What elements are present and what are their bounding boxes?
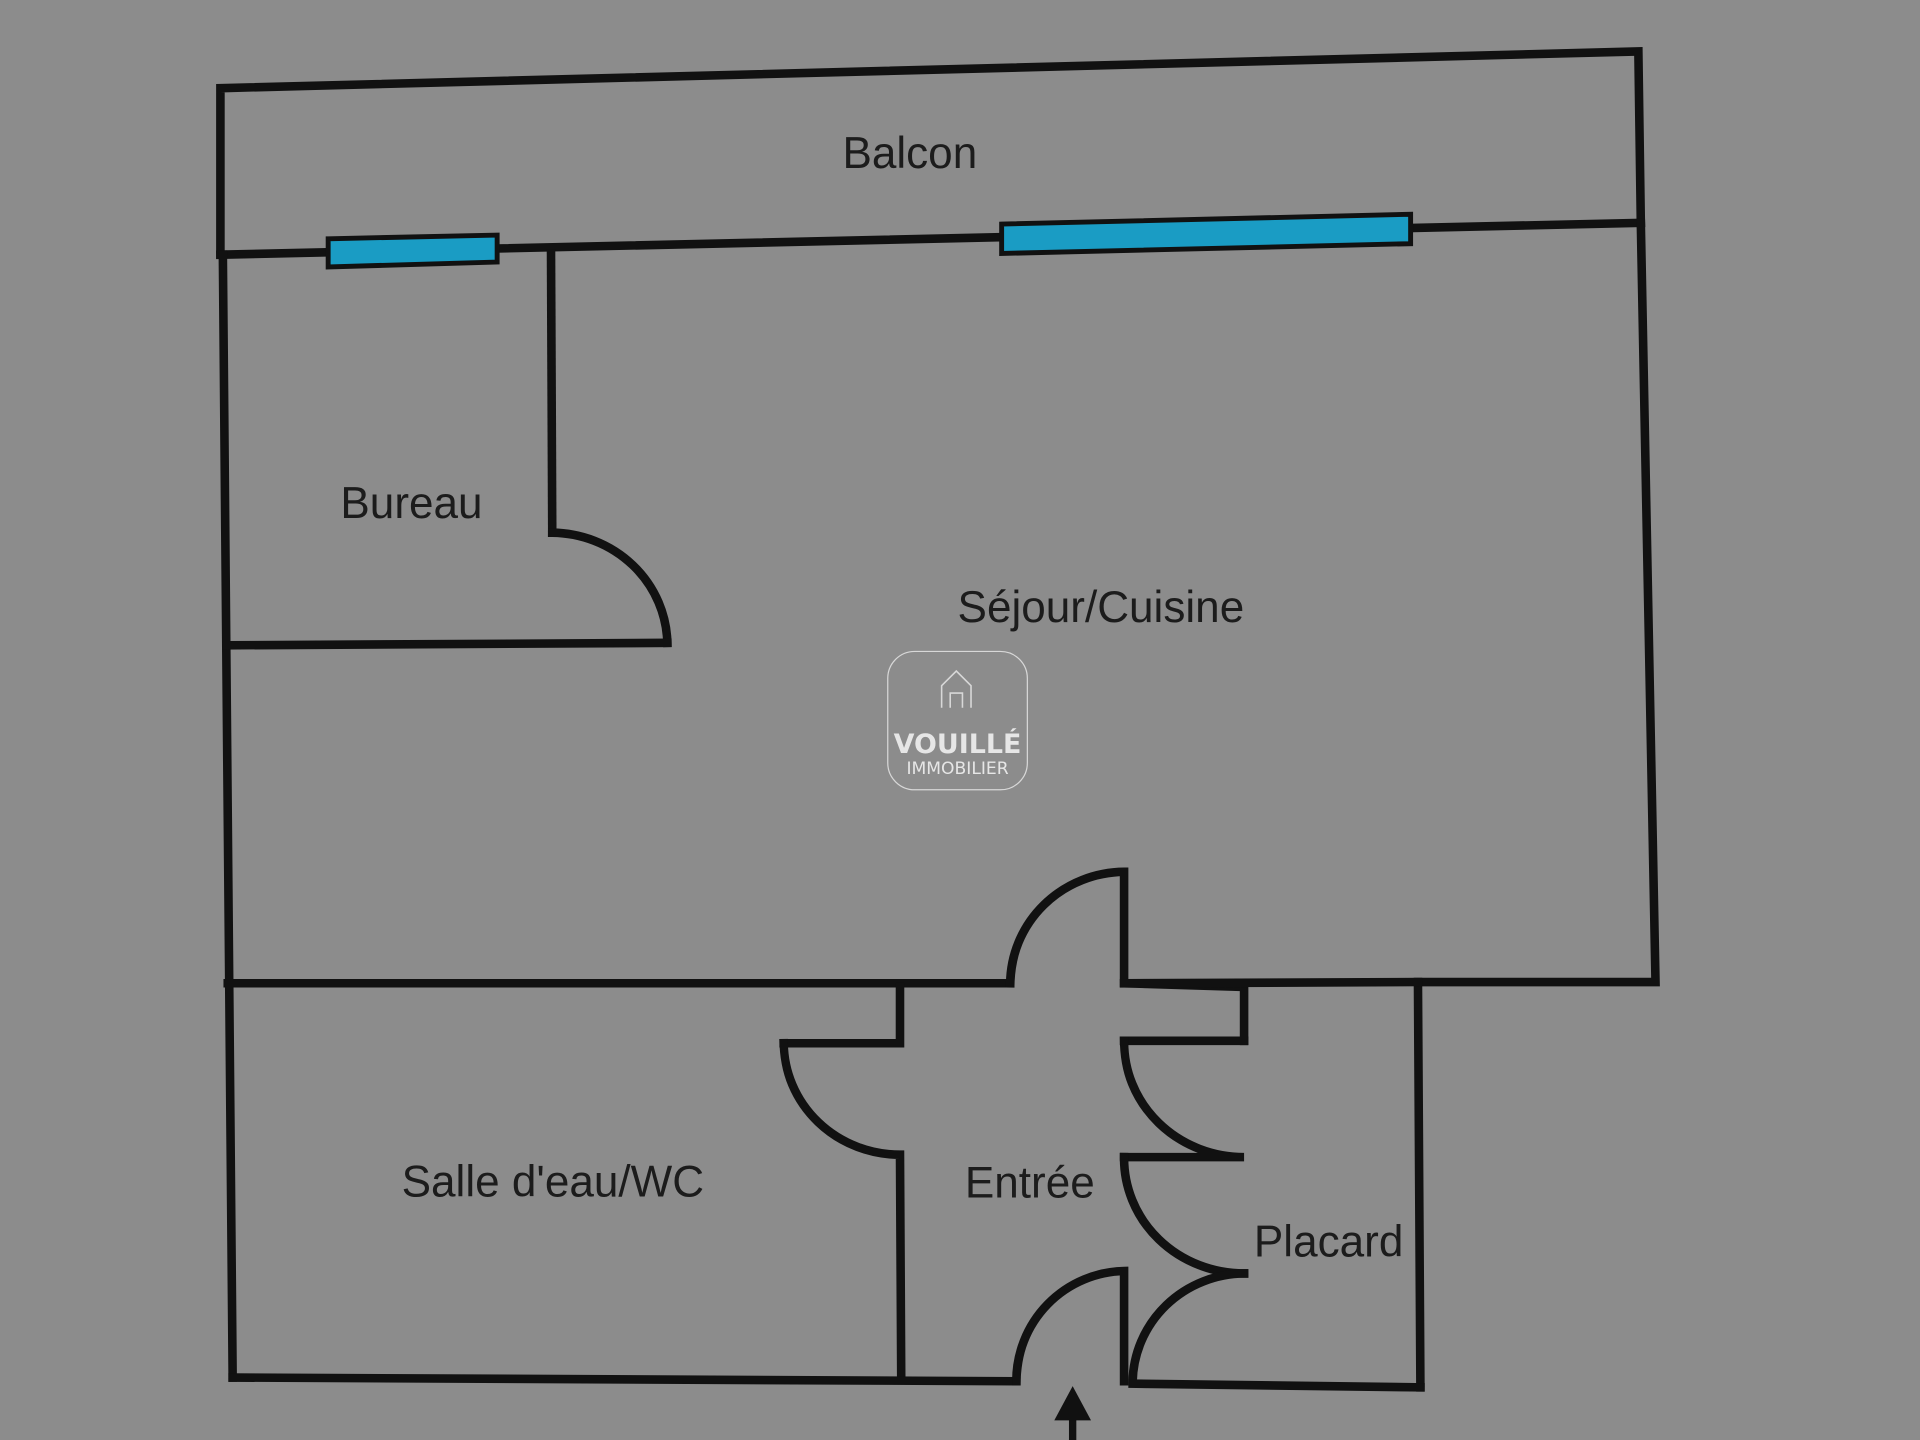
room-label-office: Bureau bbox=[340, 479, 482, 528]
windows bbox=[325, 211, 1414, 270]
room-label-closet: Placard bbox=[1254, 1217, 1403, 1266]
window-sejour bbox=[999, 211, 1414, 256]
house-icon bbox=[940, 669, 972, 708]
watermark-logo: VOUILLÉ IMMOBILIER bbox=[887, 650, 1028, 791]
room-label-bathroom: Salle d'eau/WC bbox=[402, 1157, 704, 1206]
room-label-living-kitchen: Séjour/Cuisine bbox=[958, 583, 1245, 632]
room-label-balcony: Balcon bbox=[842, 129, 977, 178]
watermark-line1: VOUILLÉ bbox=[894, 728, 1022, 760]
watermark-line2: IMMOBILIER bbox=[906, 759, 1008, 779]
window-bureau bbox=[325, 232, 500, 270]
room-label-entrance: Entrée bbox=[965, 1159, 1095, 1208]
entrance-arrow-icon bbox=[1054, 1386, 1092, 1440]
